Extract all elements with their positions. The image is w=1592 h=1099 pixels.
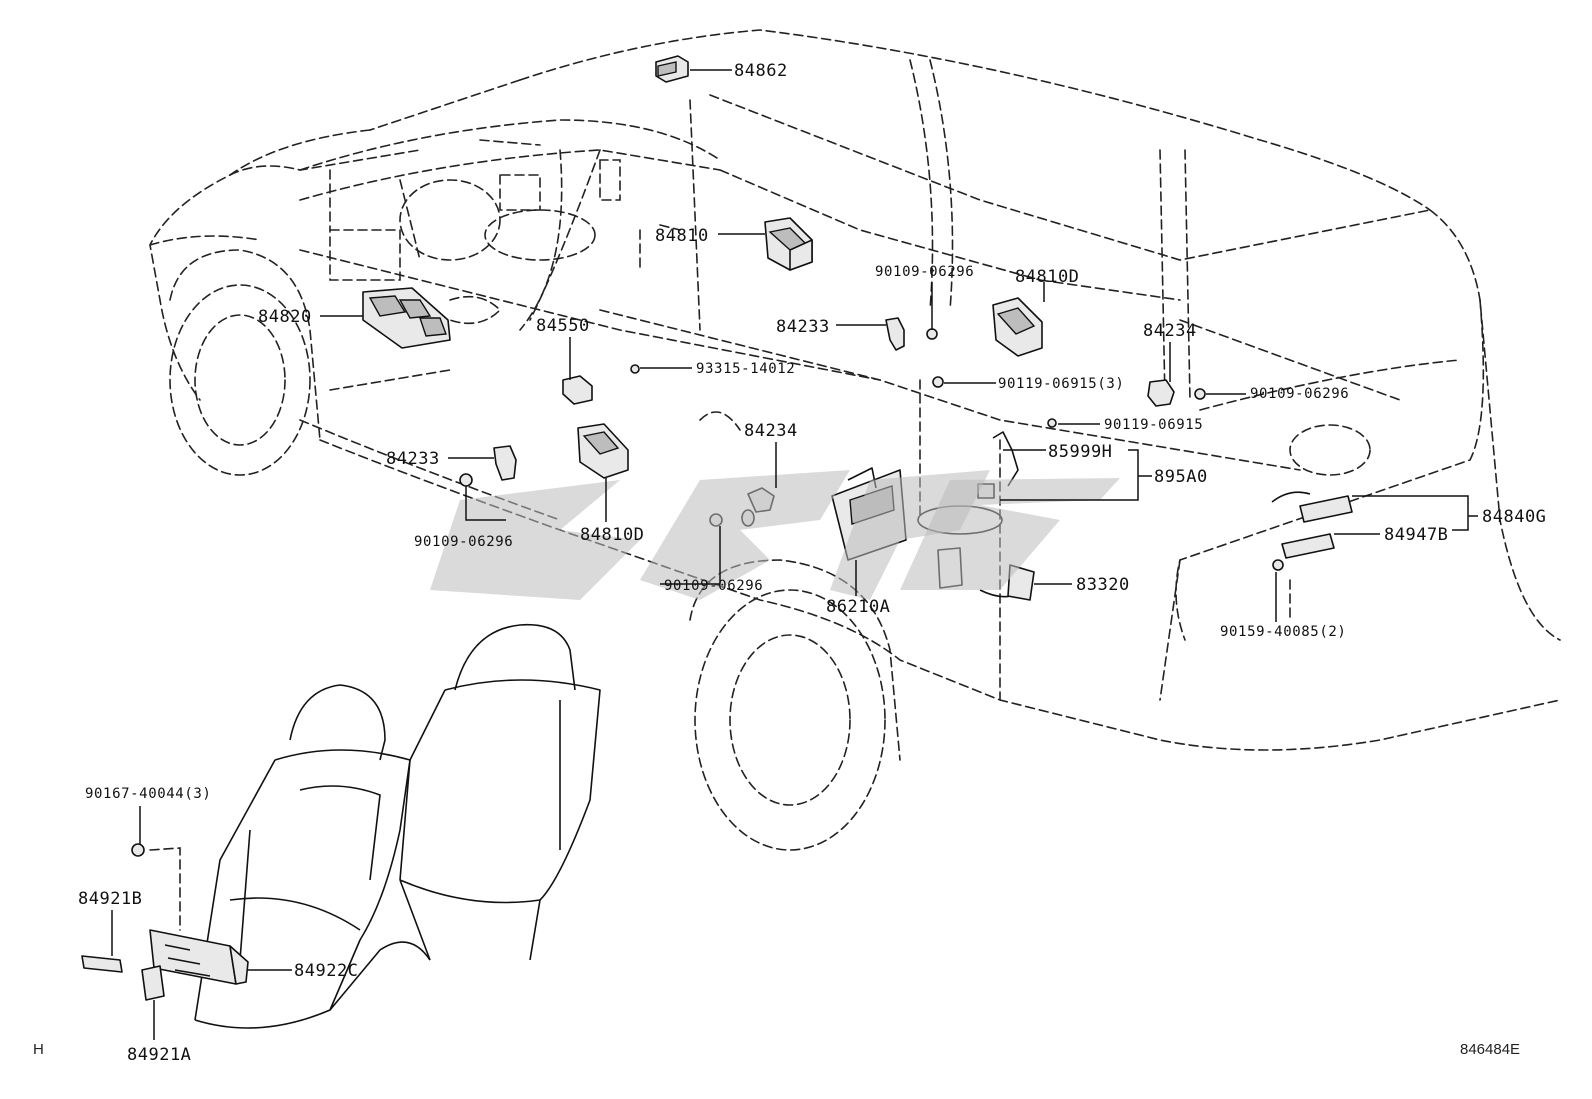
- label-84234-mid[interactable]: 84234: [744, 421, 798, 441]
- figure-number: 846484E: [1460, 1041, 1520, 1058]
- part-labels: 84862 84810 90109-06296 84810D 84820 845…: [78, 61, 1546, 1065]
- label-90109-06296-left[interactable]: 90109-06296: [414, 534, 513, 550]
- part-84820-shape: [362, 287, 451, 349]
- label-90109-06296-top[interactable]: 90109-06296: [875, 264, 974, 280]
- label-84921B[interactable]: 84921B: [78, 889, 142, 909]
- label-90167-40044-3[interactable]: 90167-40044(3): [85, 786, 211, 802]
- part-84810D-right-shape: [992, 297, 1043, 357]
- label-84921A[interactable]: 84921A: [127, 1045, 191, 1065]
- label-90119-06915[interactable]: 90119-06915: [1104, 417, 1203, 433]
- label-93315-14012[interactable]: 93315-14012: [696, 361, 795, 377]
- label-84840G[interactable]: 84840G: [1482, 507, 1546, 527]
- label-83320[interactable]: 83320: [1076, 575, 1130, 595]
- watermark: [430, 470, 1120, 600]
- label-90119-06915-3[interactable]: 90119-06915(3): [998, 376, 1124, 392]
- leader-lines: [111, 69, 1478, 1040]
- part-84921B-shape: [81, 955, 123, 973]
- label-86210A[interactable]: 86210A: [826, 597, 890, 617]
- part-84233-mid-shape: [885, 317, 938, 351]
- label-84862[interactable]: 84862: [734, 61, 788, 81]
- label-84820[interactable]: 84820: [258, 307, 312, 327]
- vehicle-outline: [149, 29, 1561, 851]
- label-895A0[interactable]: 895A0: [1154, 467, 1208, 487]
- label-90109-06296-right[interactable]: 90109-06296: [1250, 386, 1349, 402]
- label-84234-right[interactable]: 84234: [1143, 321, 1197, 341]
- label-84922C[interactable]: 84922C: [294, 961, 358, 981]
- seats-illustration: [194, 623, 601, 1029]
- part-84234-right-shape: [1147, 379, 1206, 407]
- label-84233-mid[interactable]: 84233: [776, 317, 830, 337]
- part-84922C-shape: [149, 929, 249, 985]
- label-84233-left[interactable]: 84233: [386, 449, 440, 469]
- part-84862-shape: [655, 55, 689, 83]
- part-84921A-shape: [141, 965, 165, 1001]
- part-84840G-shape: [1271, 491, 1353, 559]
- label-85999H[interactable]: 85999H: [1048, 442, 1112, 462]
- part-84233-left-shape: [493, 445, 517, 481]
- corner-mark-left: H: [33, 1041, 44, 1058]
- seat-mount-line: [149, 847, 181, 931]
- label-84810D-left[interactable]: 84810D: [580, 525, 644, 545]
- label-90159-40085-2[interactable]: 90159-40085(2): [1220, 624, 1346, 640]
- part-84810D-left-shape: [577, 423, 629, 479]
- label-84810D-right[interactable]: 84810D: [1015, 267, 1079, 287]
- label-84947B[interactable]: 84947B: [1384, 525, 1448, 545]
- label-84810[interactable]: 84810: [655, 226, 709, 246]
- label-90109-06296-bottom[interactable]: 90109-06296: [664, 578, 763, 594]
- label-84550[interactable]: 84550: [536, 316, 590, 336]
- part-84550-shape: [562, 375, 593, 405]
- part-84810-shape: [764, 217, 813, 271]
